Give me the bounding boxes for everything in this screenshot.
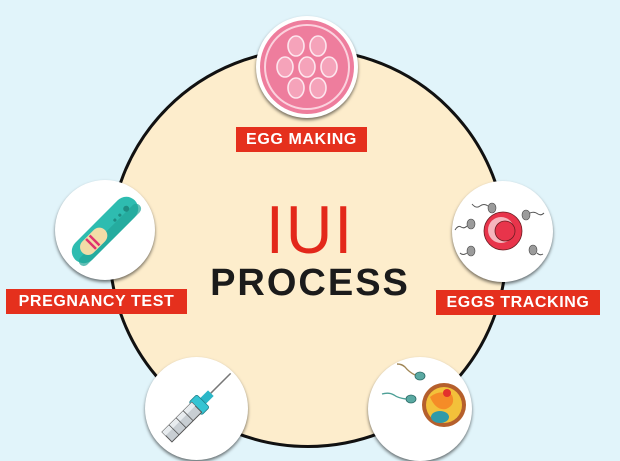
egg-making-label: EGG MAKING xyxy=(236,127,367,152)
fertilization-icon xyxy=(381,363,466,427)
egg-tracking-icon xyxy=(454,202,545,257)
pregnancy-test-node xyxy=(55,180,155,280)
egg-cluster-icon xyxy=(260,20,354,114)
title-iui: IUI xyxy=(265,192,355,268)
eggs-tracking-label: EGGS TRACKING xyxy=(436,290,600,315)
title-process: PROCESS xyxy=(210,262,410,304)
pregnancy-test-icon xyxy=(71,196,142,267)
pregnancy-test-label: PREGNANCY TEST xyxy=(6,289,187,314)
insemination-node xyxy=(145,357,248,460)
fertilization-node xyxy=(368,357,472,461)
syringe-icon xyxy=(161,372,232,443)
egg-making-node xyxy=(256,16,358,118)
eggs-tracking-node xyxy=(452,181,553,282)
